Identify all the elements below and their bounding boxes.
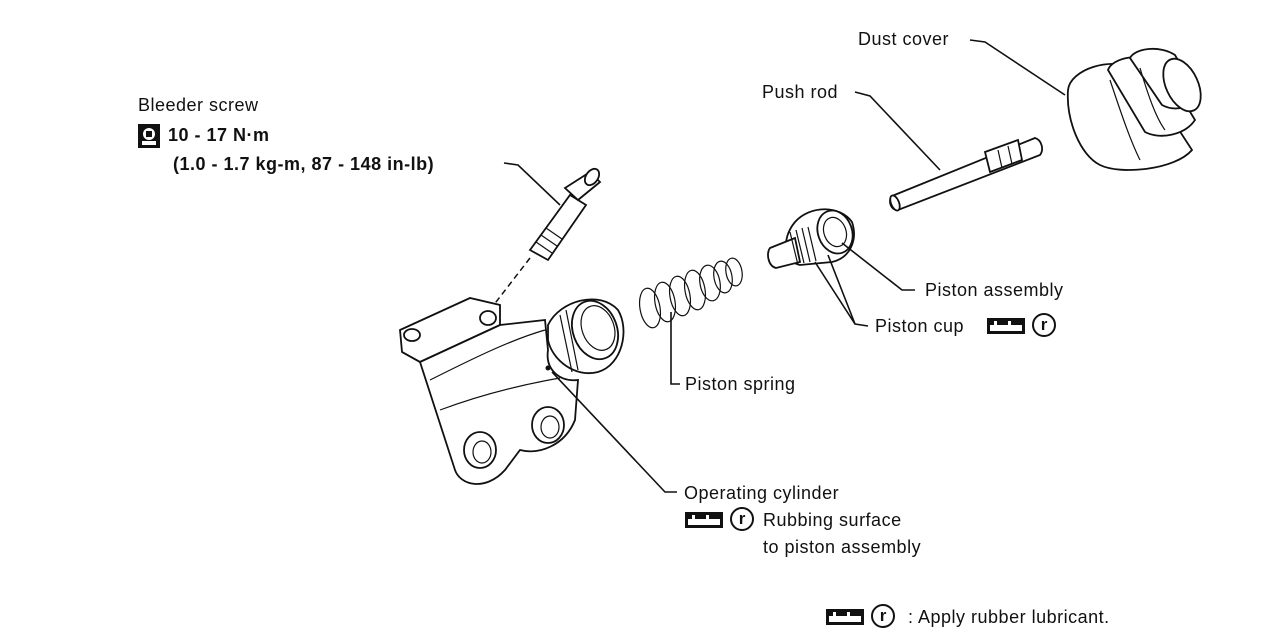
dust-cover-label: Dust cover	[858, 29, 950, 49]
bleeder-screw-part	[485, 167, 602, 316]
piston-cup-label: Piston cup	[875, 316, 965, 336]
piston-assembly-part	[767, 208, 855, 269]
rubbing-surface-label: Rubbing surface	[763, 510, 902, 530]
torque-nm-label: 10 - 17 N·m	[168, 125, 270, 145]
piston-spring-label: Piston spring	[685, 374, 796, 394]
push-rod-part	[889, 137, 1043, 212]
piston-spring-part	[638, 257, 743, 329]
piston-assembly-label: Piston assembly	[925, 280, 1064, 300]
rubber-lubricant-symbol: r	[871, 604, 895, 628]
push-rod-label: Push rod	[762, 82, 839, 102]
rubbing-surface-label-line2: to piston assembly	[763, 537, 922, 557]
operating-cylinder-label: Operating cylinder	[684, 483, 840, 503]
rubber-lubricant-icon	[826, 609, 864, 625]
rubber-lubricant-icon	[987, 318, 1025, 334]
rubber-lubricant-symbol: r	[1032, 313, 1056, 337]
rubber-lubricant-icon	[685, 512, 723, 528]
operating-cylinder-part	[399, 297, 625, 485]
torque-alt-label: (1.0 - 1.7 kg-m, 87 - 148 in-lb)	[173, 154, 435, 174]
legend-text: : Apply rubber lubricant.	[908, 607, 1110, 627]
bleeder-screw-label: Bleeder screw	[138, 95, 259, 115]
dust-cover-part	[1066, 48, 1202, 171]
torque-wrench-icon	[138, 124, 160, 148]
rubber-lubricant-symbol: r	[730, 507, 754, 531]
leader-lines	[503, 39, 1066, 493]
